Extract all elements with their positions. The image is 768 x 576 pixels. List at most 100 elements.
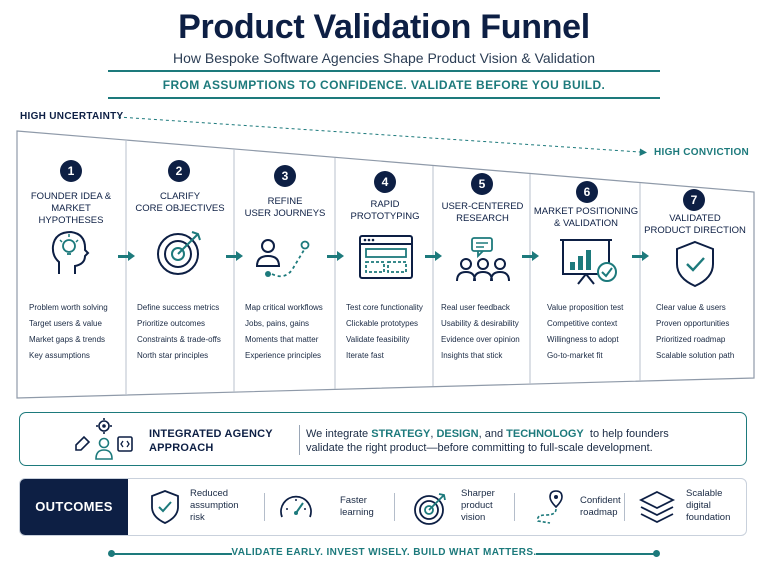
banner-top-rule [108,70,660,72]
footer-dot-left [108,550,115,557]
funnel-outline [16,130,755,399]
presentation-chart-icon [560,239,617,285]
list-item: North star principles [137,351,209,360]
stage-bullets: Map critical workflows Jobs, pains, gain… [245,300,323,364]
integrated-approach-title: INTEGRATED AGENCY APPROACH [149,427,273,455]
footer-dot-right [653,550,660,557]
tagline-banner: FROM ASSUMPTIONS TO CONFIDENCE. VALIDATE… [108,70,660,99]
title-line: INTEGRATED AGENCY [149,428,273,440]
list-item: Competitive context [547,319,618,328]
list-item: Clickable prototypes [346,319,419,328]
list-item: Experience principles [245,351,322,360]
team-tools-icon [75,418,133,460]
list-item: Prioritize outcomes [137,319,206,328]
list-item: Key assumptions [29,351,90,360]
stage-title: CLARIFY CORE OBJECTIVES [135,191,225,214]
shield-check-icon [676,240,714,288]
title-line: APPROACH [149,442,214,454]
divider [264,493,265,521]
list-item: Problem worth solving [29,303,108,312]
stage-title: USER-CENTERED RESEARCH [441,201,524,224]
stage-bullets: Problem worth solving Target users & val… [29,300,108,364]
flow-arrow-icon [118,251,135,261]
stage-number: 1 [60,160,82,182]
list-item: Jobs, pains, gains [245,319,310,328]
high-uncertainty-label: HIGH UNCERTAINTY [20,111,124,122]
stage-bullets: Clear value & users Proven opportunities… [656,300,734,364]
list-item: Test core functionality [346,303,423,312]
outcomes-panel: OUTCOMES Reduced assumption risk Faster … [19,478,747,536]
target-arrow-icon [157,231,201,275]
highlight-technology: TECHNOLOGY [506,428,584,440]
list-item: Define success metrics [137,303,220,312]
list-item: Value proposition test [547,303,624,312]
stage-title: REFINE USER JOURNEYS [244,196,326,219]
footer-text: VALIDATE EARLY. INVEST WISELY. BUILD WHA… [231,547,537,558]
list-item: Insights that stick [441,351,503,360]
flow-arrow-icon [425,251,442,261]
text-fragment: , [430,428,437,440]
shield-check-icon [151,490,179,524]
route-pin-icon [536,490,563,524]
flow-arrow-icon [632,251,649,261]
outcome-text: Sharper product vision [461,488,495,523]
text-fragment: to help founders [583,428,669,440]
outcome-text: Scalable digital foundation [686,488,731,523]
list-item: Constraints & trade-offs [137,335,221,344]
list-item: Target users & value [29,319,102,328]
outcome-item: Faster learning [274,479,390,535]
divider [514,493,515,521]
head-lightbulb-icon [51,230,90,274]
outcome-item: Sharper product vision [400,479,516,535]
stage-number: 4 [374,171,396,193]
stage-bullets: Value proposition test Competitive conte… [547,300,623,364]
list-item: Real user feedback [441,303,510,312]
list-item: Usability & desirability [441,319,519,328]
target-arrow-icon [414,493,446,525]
list-item: Validate feasibility [346,335,410,344]
stage-bullets: Real user feedback Usability & desirabil… [441,300,520,364]
footer-rule-left [114,553,232,555]
divider [394,493,395,521]
flow-arrow-icon [226,251,243,261]
stage-title: MARKET POSITIONING & VALIDATION [533,206,639,229]
divider [299,425,300,455]
page-subtitle: How Bespoke Software Agencies Shape Prod… [172,50,596,66]
integrated-approach-text: We integrate STRATEGY, DESIGN, and TECHN… [306,427,669,455]
footer-tagline: VALIDATE EARLY. INVEST WISELY. BUILD WHA… [108,544,660,564]
outcome-text: Reduced assumption risk [190,488,239,523]
speedometer-icon [280,495,312,518]
text-fragment: We integrate [306,428,372,440]
stage-number: 5 [471,173,493,195]
user-journey-icon [255,239,310,278]
integrated-approach-panel: INTEGRATED AGENCY APPROACH We integrate … [19,412,747,466]
uncertainty-arrow-head [639,148,647,156]
banner-text: FROM ASSUMPTIONS TO CONFIDENCE. VALIDATE… [162,78,606,92]
highlight-strategy: STRATEGY [371,428,431,440]
stage-title: VALIDATED PRODUCT DIRECTION [644,213,746,236]
outcome-text: Confident roadmap [580,495,621,518]
stage-title: RAPID PROTOTYPING [350,199,420,222]
stage-bullets: Test core functionality Clickable protot… [346,300,423,364]
outcomes-label: OUTCOMES [20,479,128,535]
list-item: Map critical workflows [245,303,323,312]
high-conviction-label: HIGH CONVICTION [654,147,750,158]
stage-bullets: Define success metrics Prioritize outcom… [137,300,221,364]
list-item: Market gaps & trends [29,335,106,344]
layers-icon [638,490,676,524]
stage-number: 3 [274,165,296,187]
stage-number: 6 [576,181,598,203]
text-fragment: , and [478,428,507,440]
stage-number: 7 [683,189,705,211]
list-item: Scalable solution path [656,351,735,360]
flow-arrow-icon [522,251,539,261]
outcome-item: Confident roadmap [520,479,636,535]
list-item: Willingness to adopt [547,335,619,344]
list-item: Evidence over opinion [441,335,520,344]
footer-rule-right [536,553,654,555]
outcome-item: Scalable digital foundation [632,479,744,535]
stage-number: 2 [168,160,190,182]
list-item: Iterate fast [346,351,384,360]
banner-bottom-rule [108,97,660,99]
